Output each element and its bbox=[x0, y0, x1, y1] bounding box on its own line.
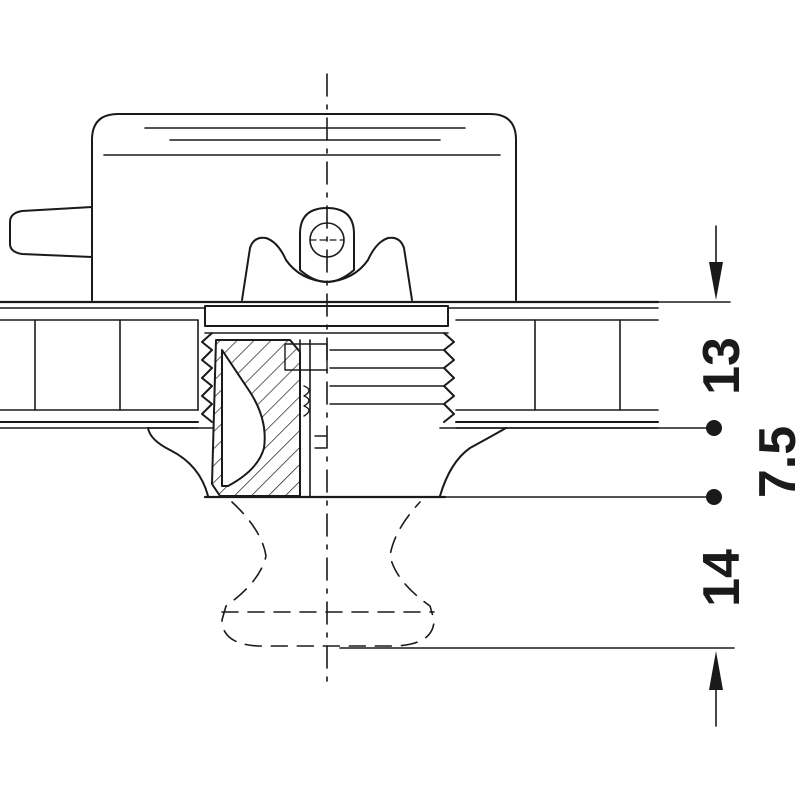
dim-label-13: 13 bbox=[693, 337, 751, 395]
arrow-bottom-head bbox=[709, 651, 723, 690]
flange-skirt bbox=[147, 427, 209, 497]
threaded-sleeve-right bbox=[443, 332, 455, 423]
dim-dot-upper bbox=[706, 420, 722, 436]
dim-label-7-5: 7.5 bbox=[749, 426, 800, 498]
left-panel bbox=[0, 319, 199, 411]
spring-detail bbox=[303, 385, 310, 417]
arrow-top-head bbox=[709, 262, 723, 300]
dim-label-14: 14 bbox=[693, 549, 751, 607]
hidden-knob-outline bbox=[221, 501, 435, 647]
threaded-sleeve-left bbox=[201, 332, 213, 423]
housing-body bbox=[91, 113, 517, 301]
side-lever bbox=[9, 206, 93, 258]
insert-cavity bbox=[221, 349, 266, 487]
thread-lines bbox=[329, 349, 445, 405]
bushing-collar bbox=[204, 305, 449, 327]
dim-dot-lower bbox=[706, 489, 722, 505]
screw-head bbox=[299, 207, 355, 283]
right-panel bbox=[455, 319, 659, 411]
